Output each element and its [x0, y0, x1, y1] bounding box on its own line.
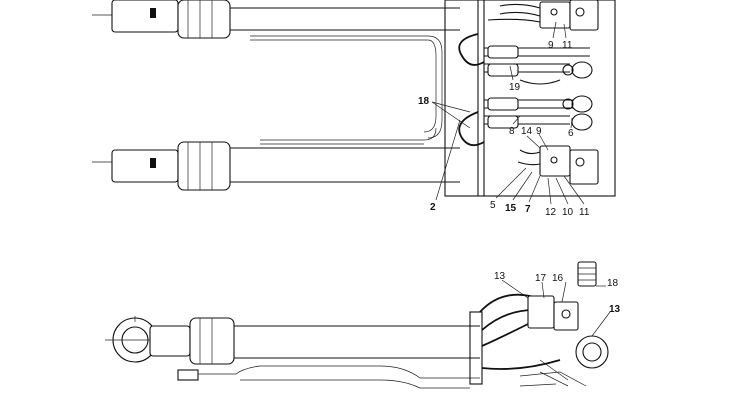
- callout-9-lower: 9: [536, 126, 542, 137]
- valve-panel: [444, 0, 616, 197]
- callout-13-left: 13: [494, 271, 506, 282]
- middle-cylinder: [92, 127, 460, 191]
- callout-7: 7: [525, 204, 531, 215]
- upper-cylinder: [92, 0, 460, 139]
- lower-cylinder: [105, 261, 609, 389]
- callout-11-upper: 11: [562, 40, 573, 51]
- callout-13-right: 13: [609, 304, 621, 315]
- callout-12: 12: [545, 207, 557, 218]
- callout-2: 2: [430, 202, 436, 213]
- callout-10: 10: [562, 207, 574, 218]
- leader-lines: [431, 21, 611, 387]
- callout-6: 6: [568, 128, 574, 139]
- callout-11-lower: 11: [579, 207, 590, 218]
- callout-17: 17: [535, 273, 547, 284]
- callout-18-lower: 18: [607, 278, 619, 289]
- callout-5: 5: [490, 200, 496, 211]
- callout-14: 14: [521, 126, 533, 137]
- callout-18-upper: 18: [418, 96, 430, 107]
- callout-9-upper: 9: [548, 40, 554, 51]
- callout-15: 15: [505, 203, 517, 214]
- callout-16: 16: [552, 273, 564, 284]
- callout-19: 19: [509, 82, 521, 93]
- callout-8: 8: [509, 126, 515, 137]
- callout-labels: 9 11 19 18 8 14 9 6 2 5 15 7 12 10 11 13…: [418, 40, 621, 315]
